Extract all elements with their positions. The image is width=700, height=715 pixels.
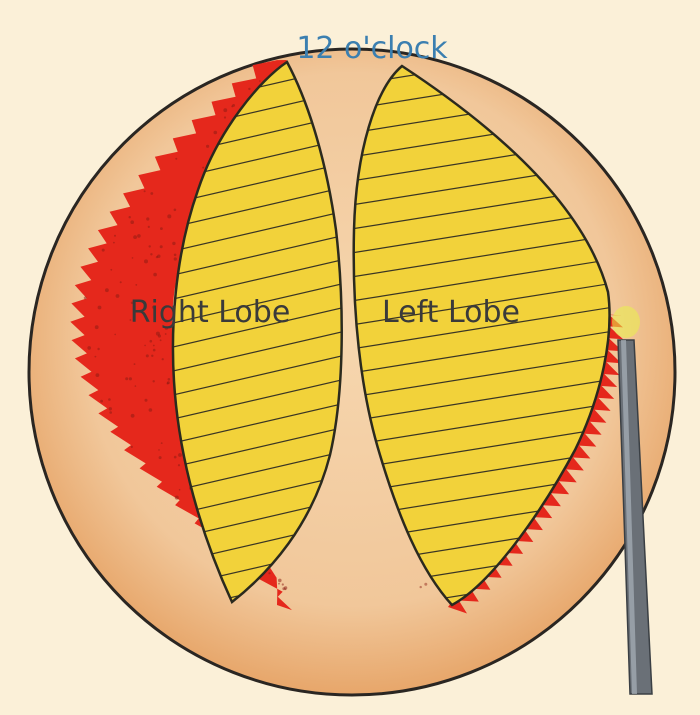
speckle: [175, 158, 177, 160]
speckle: [206, 145, 209, 148]
speckle: [165, 333, 167, 335]
speckle: [109, 407, 112, 410]
speckle: [144, 259, 148, 263]
speckle: [129, 377, 132, 380]
speckle: [134, 363, 136, 365]
speckle: [153, 273, 157, 277]
speckle: [160, 339, 162, 341]
speckle: [116, 294, 120, 298]
speckle: [232, 104, 235, 107]
speckle: [146, 217, 149, 220]
speckle: [153, 380, 155, 382]
speckle: [202, 167, 204, 169]
speckle: [144, 345, 146, 347]
speckle: [146, 354, 149, 357]
speckle: [167, 381, 170, 384]
speckle: [174, 254, 177, 257]
speckle: [167, 214, 171, 218]
speckle: [282, 583, 284, 585]
speckle: [259, 80, 261, 82]
speckle: [278, 579, 282, 583]
speckle: [120, 281, 122, 283]
speckle: [420, 586, 422, 588]
speckle: [135, 284, 137, 286]
speckle: [153, 345, 155, 347]
speckle: [174, 456, 177, 459]
speckle: [114, 235, 116, 237]
speckle: [145, 399, 148, 402]
speckle: [100, 400, 103, 403]
speckle: [96, 373, 100, 377]
speckle: [160, 245, 163, 248]
speckle: [129, 216, 131, 218]
speckle: [285, 588, 287, 590]
speckle: [98, 306, 102, 310]
speckle: [158, 449, 160, 451]
speckle: [161, 442, 163, 444]
speckle: [214, 131, 218, 135]
speckle: [87, 346, 91, 350]
speckle: [137, 234, 141, 238]
orientation-label: 12 o'clock: [296, 31, 448, 66]
speckle: [278, 583, 280, 585]
speckle: [151, 355, 153, 357]
speckle: [109, 411, 112, 414]
speckle: [174, 257, 177, 260]
speckle: [84, 297, 87, 300]
speckle: [150, 340, 153, 343]
speckle: [114, 334, 116, 336]
speckle: [268, 572, 270, 574]
speckle: [133, 235, 137, 239]
right-lobe-label: Right Lobe: [130, 295, 291, 330]
speckle: [179, 489, 181, 491]
speckle: [130, 220, 134, 224]
speckle: [223, 108, 227, 112]
speckle: [175, 496, 179, 500]
speckle: [95, 325, 99, 329]
speckle: [150, 192, 153, 195]
speckle: [125, 377, 128, 380]
speckle: [224, 116, 226, 118]
speckle: [105, 288, 109, 292]
speckle: [162, 358, 164, 360]
speckle: [95, 356, 97, 358]
speckle: [113, 242, 115, 244]
speckle: [132, 257, 134, 259]
speckle: [156, 256, 158, 258]
speckle: [248, 88, 250, 90]
speckle: [131, 446, 133, 448]
speckle: [135, 385, 137, 387]
speckle: [149, 245, 151, 247]
speckle: [153, 349, 156, 352]
speckle: [160, 227, 163, 230]
speckle: [97, 348, 99, 350]
left-lobe-label: Left Lobe: [382, 295, 520, 330]
speckle: [148, 226, 150, 228]
speckle: [150, 253, 152, 255]
speckle: [424, 583, 427, 586]
speckle: [149, 408, 153, 412]
speckle: [174, 209, 177, 212]
speckle: [102, 249, 105, 252]
speckle: [178, 453, 182, 457]
speckle: [156, 332, 160, 336]
speckle: [108, 398, 111, 401]
speckle: [168, 378, 171, 381]
speckle: [110, 269, 112, 271]
speckle: [178, 464, 180, 466]
speckle: [159, 456, 162, 459]
speckle: [131, 414, 135, 418]
speckle: [172, 242, 175, 245]
speckle: [144, 190, 146, 192]
